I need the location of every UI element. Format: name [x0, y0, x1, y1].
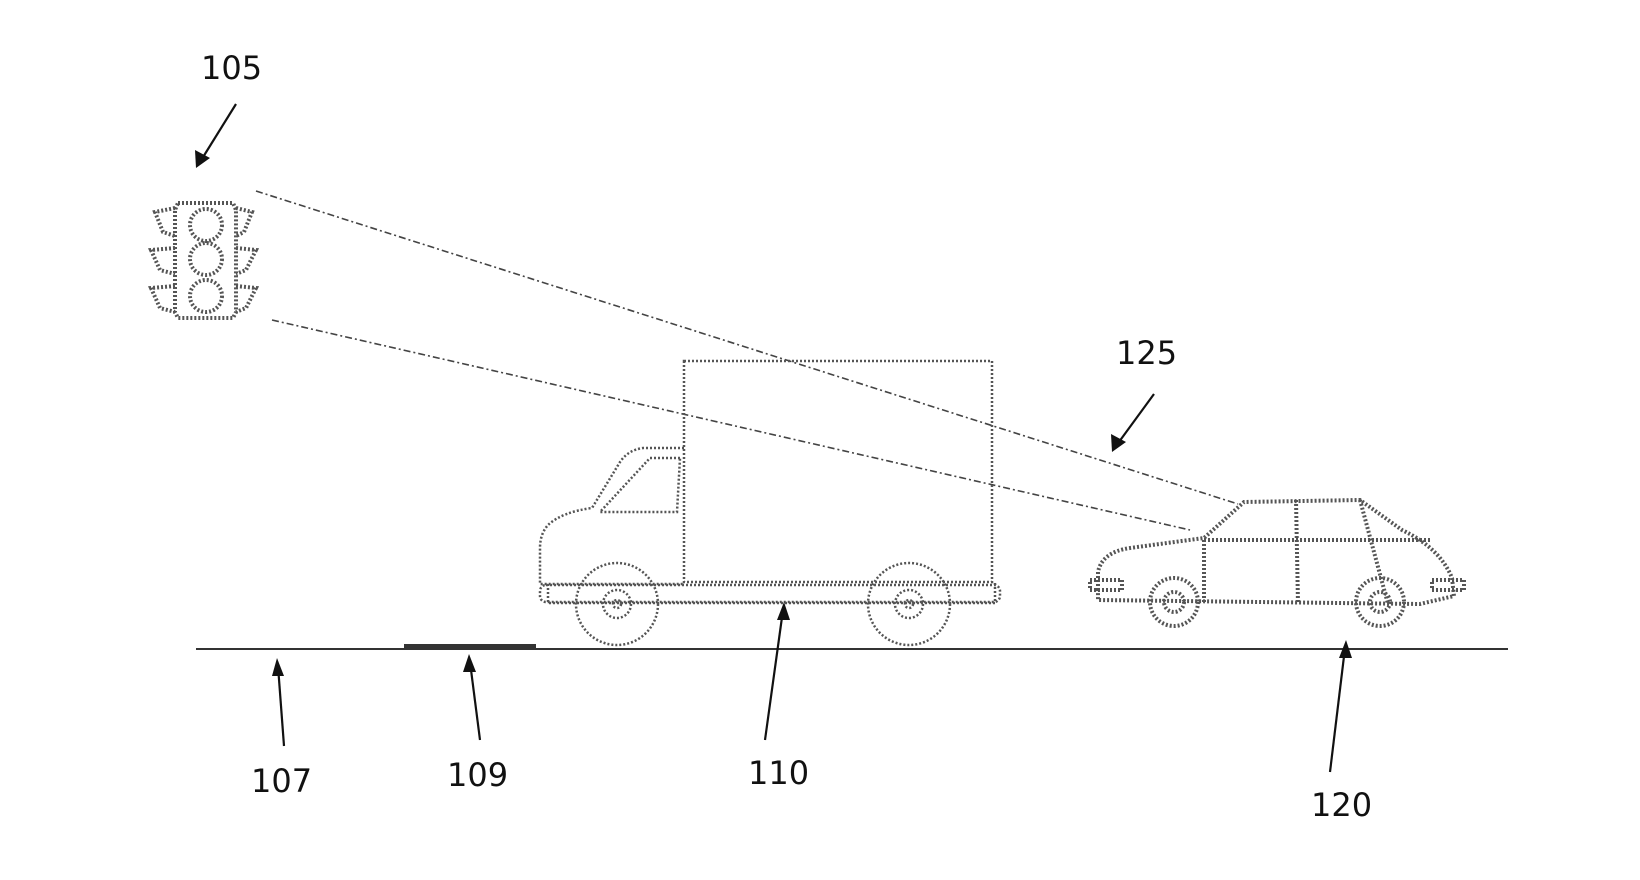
car	[1088, 497, 1466, 628]
label-truck: 110	[748, 754, 810, 792]
label-traffic-light: 105	[201, 49, 263, 87]
sight-lines	[255, 190, 1239, 531]
label-road: 107	[251, 762, 313, 800]
label-car: 120	[1311, 786, 1373, 824]
road-marking	[404, 644, 536, 650]
leader-lines	[195, 103, 1352, 773]
truck	[538, 359, 1002, 647]
label-road-marking: 109	[447, 756, 509, 794]
label-sight-line: 125	[1116, 334, 1178, 372]
traffic-light	[148, 201, 260, 320]
